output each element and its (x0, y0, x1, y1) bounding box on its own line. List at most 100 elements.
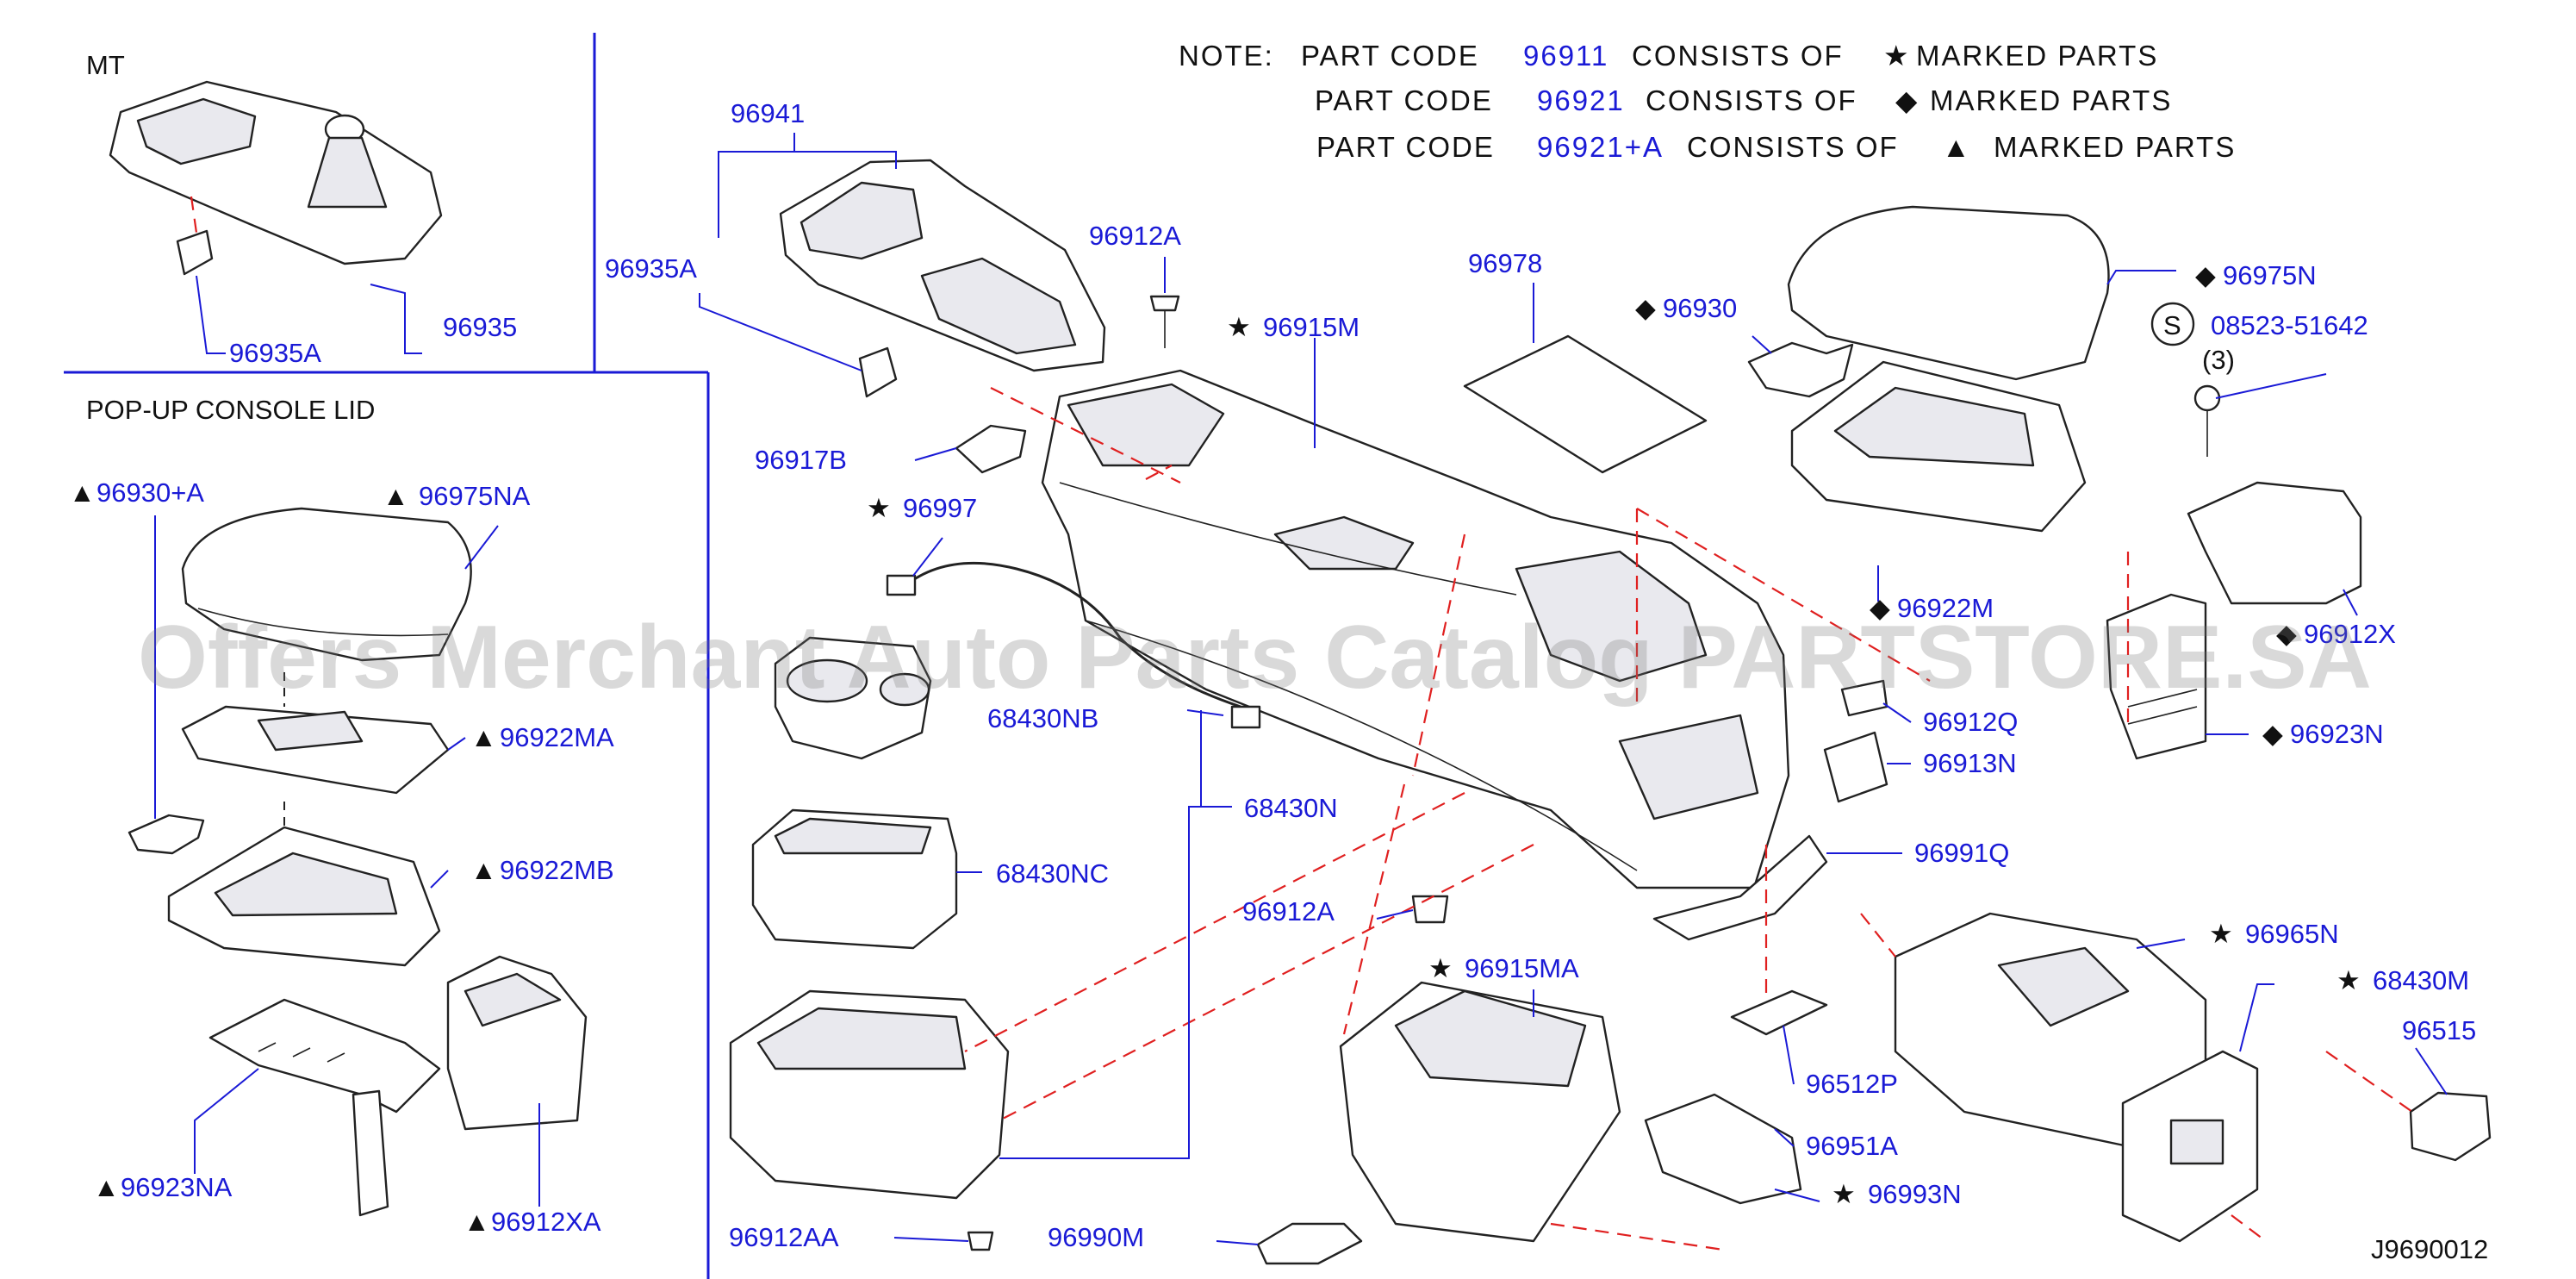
label-96515[interactable]: 96515 (2402, 1015, 2476, 1045)
marker-96922ma: ▲ (470, 722, 497, 752)
marker-96912xa: ▲ (464, 1207, 490, 1237)
label-96922ma[interactable]: 96922MA (500, 722, 614, 752)
label-96923na[interactable]: 96923NA (121, 1172, 233, 1202)
watermark-text: Offers Merchant Auto Parts Catalog PARTS… (138, 608, 2372, 708)
screw-96912a-top (1149, 295, 1180, 312)
note-1-symbol: ★ (1883, 40, 1911, 72)
label-96912a-top[interactable]: 96912A (1089, 221, 1181, 251)
note-3-symbol: ▲ (1942, 131, 1972, 163)
label-96912q[interactable]: 96912Q (1923, 707, 2018, 737)
note-2-consists: CONSISTS OF (1646, 84, 1857, 116)
label-96993n[interactable]: 96993N (1868, 1179, 1962, 1209)
marker-96975na: ▲ (383, 481, 409, 511)
marker-96915m: ★ (1227, 312, 1251, 342)
label-96975na[interactable]: 96975NA (419, 481, 531, 511)
label-96512p[interactable]: 96512P (1806, 1069, 1898, 1099)
marker-96912x: ◆ (2276, 619, 2297, 649)
marker-68430m: ★ (2336, 965, 2361, 995)
armrest-lid-96975n (1787, 205, 2110, 381)
label-68430m[interactable]: 68430M (2373, 965, 2469, 995)
label-96912a-mid[interactable]: 96912A (1242, 896, 1335, 926)
switch-96913n (1823, 731, 1888, 803)
label-96915ma[interactable]: 96915MA (1465, 953, 1579, 983)
marker-96975n: ◆ (2195, 260, 2216, 290)
marker-96997: ★ (867, 493, 891, 523)
mt-title: MT (86, 50, 125, 80)
note-2-marked: MARKED PARTS (1930, 84, 2172, 116)
label-08523-51642[interactable]: 08523-51642 (2211, 310, 2368, 340)
harness-connector-b (1230, 705, 1261, 729)
note-1-marked: MARKED PARTS (1916, 40, 2158, 72)
marker-96923na: ▲ (93, 1172, 120, 1202)
label-96951a[interactable]: 96951A (1806, 1131, 1898, 1161)
harness-connector-a (886, 574, 917, 596)
label-96965n[interactable]: 96965N (2245, 919, 2339, 949)
label-96997[interactable]: 96997 (903, 493, 977, 523)
note-2-symbol: ◆ (1895, 84, 1919, 116)
mt-clip-96935a (176, 229, 214, 276)
bracket-96991q (1652, 834, 1828, 941)
popup-leaders (154, 515, 540, 1207)
label-96935a-mt[interactable]: 96935A (229, 338, 321, 368)
marker-96915ma: ★ (1428, 953, 1453, 983)
label-96991q[interactable]: 96991Q (1914, 838, 2009, 868)
popup-hinge-bracket (208, 998, 441, 1114)
bracket-96951a (1644, 1093, 1802, 1205)
label-96912xa[interactable]: 96912XA (491, 1207, 601, 1237)
label-96913n[interactable]: 96913N (1923, 748, 2017, 778)
diagram-code: J9690012 (2371, 1234, 2488, 1264)
label-96923n[interactable]: 96923N (2290, 719, 2384, 749)
marker-96922mb: ▲ (470, 855, 497, 885)
latch-96930 (1747, 341, 1854, 398)
note-2-code: 96921 (1537, 84, 1625, 116)
screw-callout: S (2150, 302, 2195, 346)
mt-cupholder-recess (136, 97, 257, 165)
label-96930a[interactable]: 96930+A (96, 477, 204, 508)
note-1-part: PART CODE (1301, 40, 1479, 72)
mt-shift-bezel (109, 80, 443, 265)
screw-96912aa (967, 1231, 994, 1251)
label-96912aa[interactable]: 96912AA (729, 1222, 839, 1252)
lamp-96515 (2409, 1091, 2492, 1162)
clip-96512p (1730, 989, 1828, 1036)
screw-08523 (2193, 384, 2221, 412)
label-96990m[interactable]: 96990M (1048, 1222, 1144, 1252)
note-1-prefix: NOTE: (1179, 40, 1274, 72)
clip-96935a (858, 346, 898, 398)
marker-96930a: ▲ (69, 477, 96, 508)
note-3-consists: CONSISTS OF (1687, 131, 1899, 163)
label-96935-mt[interactable]: 96935 (443, 312, 517, 342)
label-68430n[interactable]: 68430N (1244, 793, 1338, 823)
marker-96930: ◆ (1635, 293, 1656, 323)
main-assembly (729, 159, 2492, 1265)
label-68430nc[interactable]: 68430NC (996, 858, 1109, 889)
label-96922m[interactable]: 96922M (1897, 593, 1994, 623)
note-3-part: PART CODE (1316, 131, 1495, 163)
console-body (1041, 369, 1790, 889)
label-68430nb[interactable]: 68430NB (987, 703, 1098, 733)
popup-hinge-plate (181, 705, 450, 795)
bracket-96990m (1256, 1222, 1363, 1265)
note-block: NOTE: PART CODE 96911 CONSISTS OF ★ MARK… (1179, 40, 2234, 163)
switch-96912q (1840, 679, 1888, 717)
label-96975n[interactable]: 96975N (2223, 260, 2317, 290)
screw-96912a-mid (1411, 895, 1449, 924)
label-96917b[interactable]: 96917B (755, 445, 847, 475)
screw-callout-symbol: S (2163, 310, 2181, 340)
label-96912x[interactable]: 96912X (2304, 619, 2396, 649)
main-leaders (699, 133, 2448, 1245)
inset-frames (64, 33, 710, 1279)
label-96915m[interactable]: 96915M (1263, 312, 1360, 342)
marker-96993n: ★ (1832, 1179, 1856, 1209)
label-96978[interactable]: 96978 (1468, 248, 1542, 278)
note-1-code: 96911 (1523, 40, 1608, 72)
mat-96978 (1463, 334, 1708, 474)
label-96922mb[interactable]: 96922MB (500, 855, 614, 885)
label-96935a-main[interactable]: 96935A (605, 253, 697, 284)
marker-96922m: ◆ (1870, 593, 1890, 623)
mt-shift-boot (307, 136, 388, 209)
pocket-96912x (2187, 481, 2362, 605)
label-96930[interactable]: 96930 (1663, 293, 1737, 323)
label-96941[interactable]: 96941 (731, 98, 805, 128)
